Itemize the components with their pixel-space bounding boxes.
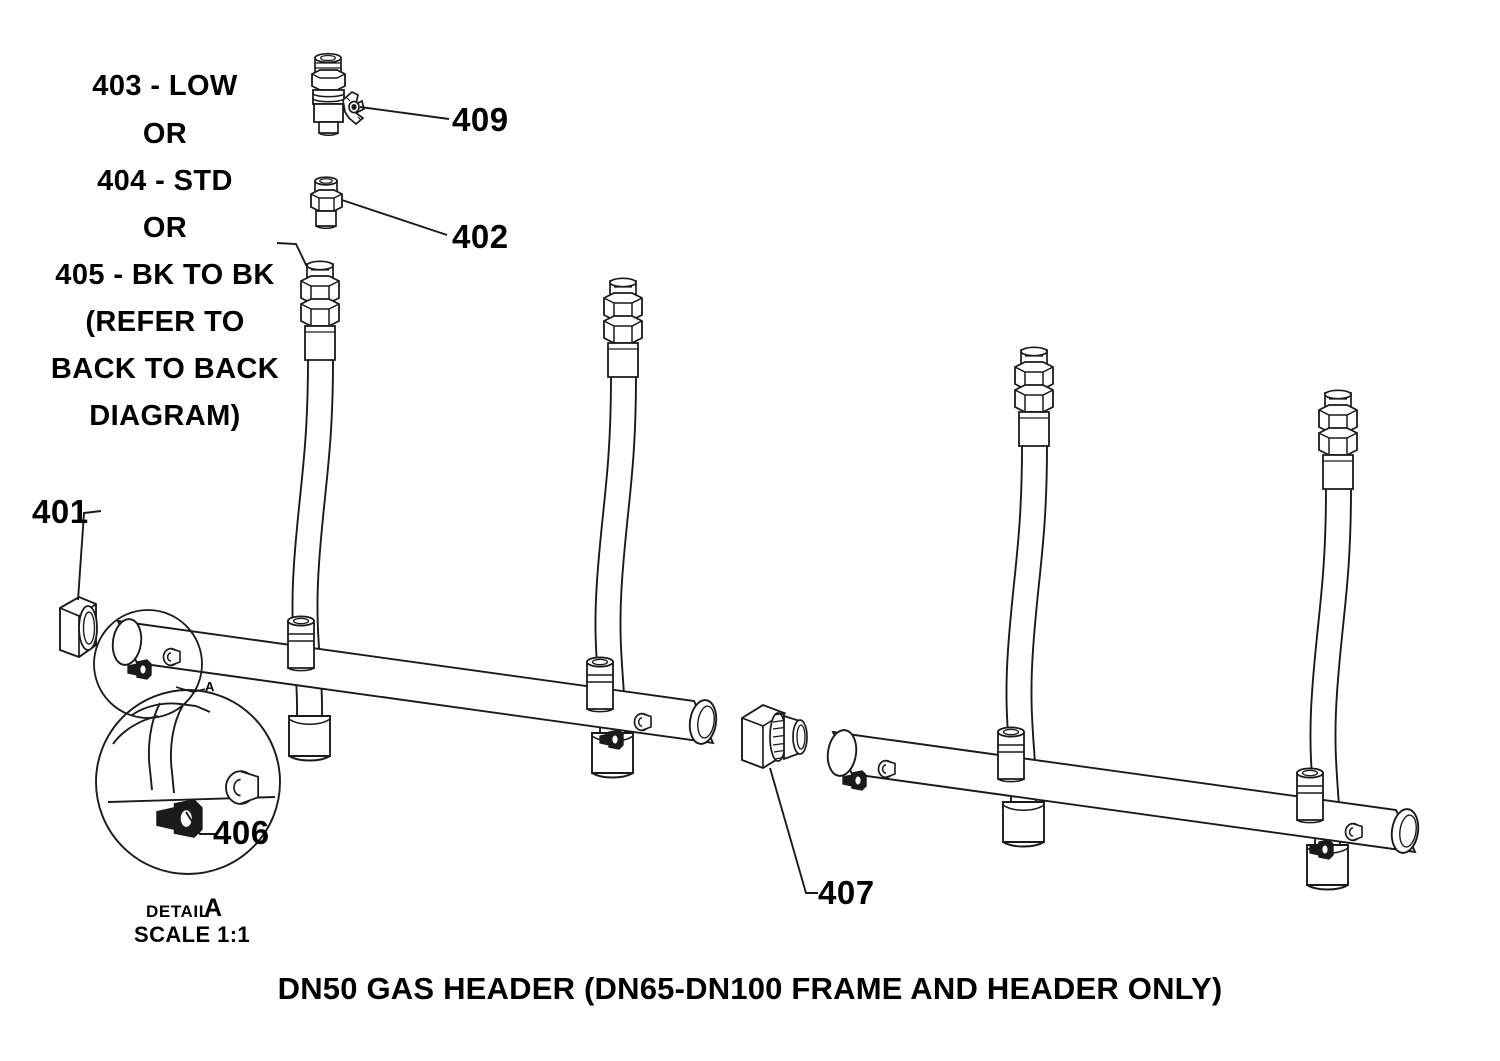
option-note-line-2: BACK TO BACK [50,353,280,385]
option-note-line-3: DIAGRAM) [89,400,241,432]
valve-handle [342,90,365,126]
detail-a-view [95,689,281,875]
detail-view-word: DETAIL [146,902,210,921]
sheet-title: DN50 GAS HEADER (DN65-DN100 FRAME AND HE… [277,971,1223,1006]
valve-assembly-409 [311,52,450,137]
end-nut-401 [59,510,102,659]
callout-402: 402 [452,218,509,255]
union-407 [741,703,818,894]
detail-view-scale: SCALE 1:1 [134,922,251,947]
detail-view-letter: A [204,894,223,922]
detail-marker-label-a: A [205,679,215,694]
option-separator-2: OR [142,212,188,244]
callout-401: 401 [32,493,89,530]
header-pipe-1 [111,615,718,750]
option-note-line-1: (REFER TO [85,306,245,338]
option-line-405: 405 - BK TO BK [55,259,275,291]
option-line-404: 404 - STD [97,165,233,197]
option-separator-1: OR [142,118,188,150]
callout-407: 407 [818,874,875,911]
callout-409: 409 [452,101,509,138]
option-line-403: 403 - LOW [92,70,238,102]
header-pipe-2 [826,726,1420,860]
nipple-assembly-402 [310,176,448,236]
callout-406: 406 [213,814,270,851]
